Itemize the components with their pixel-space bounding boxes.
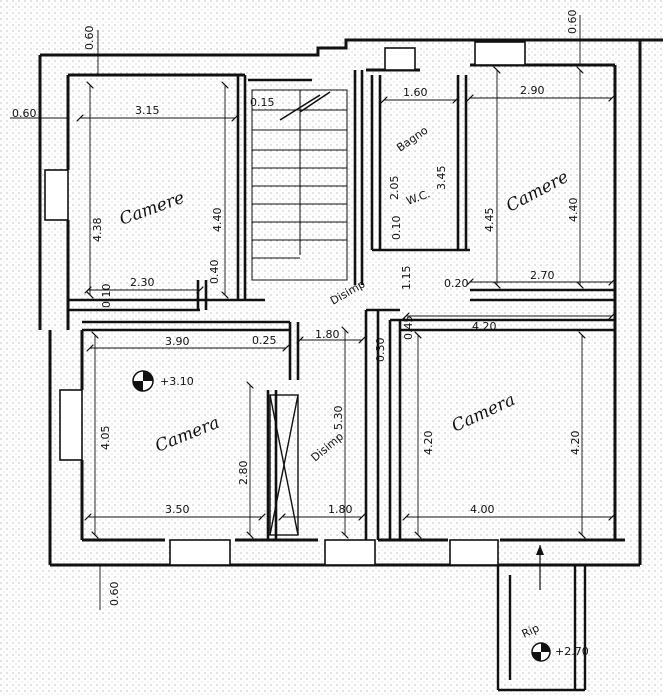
dim-bagno-width: 1.60 — [403, 86, 428, 99]
dim-br-top: 4.20 — [472, 320, 497, 333]
dim-sm-040: 0.40 — [208, 260, 221, 285]
dim-bl-bottom: 3.50 — [165, 503, 190, 516]
dim-sm-030: 0.30 — [374, 338, 387, 363]
dim-br-bottom: 4.00 — [470, 503, 495, 516]
dim-tr-height: 4.40 — [567, 198, 580, 223]
dim-bagno-h3: 0.10 — [390, 216, 403, 241]
dim-stair-width: 0.15 — [250, 96, 275, 109]
dim-sm-020: 0.20 — [444, 277, 469, 290]
dim-left-thickness-top: 0.60 — [12, 107, 37, 120]
dim-tr-height2: 4.45 — [483, 208, 496, 233]
level-marker-rip — [531, 642, 551, 662]
dim-tl-height: 4.40 — [211, 208, 224, 233]
dim-sm-025: 0.25 — [252, 334, 277, 347]
level-rip-label: +2.70 — [555, 645, 589, 658]
dim-bl-top: 3.90 — [165, 335, 190, 348]
dim-sm-015: 1.15 — [400, 266, 413, 291]
dim-tl-height-side: 4.38 — [91, 218, 104, 243]
outer-walls — [38, 38, 663, 567]
ripostiglio — [496, 545, 587, 692]
dim-sm-045: 0.45 — [402, 316, 415, 341]
window-niches — [44, 41, 526, 566]
closet — [269, 394, 299, 536]
dim-bottom-thickness: 0.60 — [108, 582, 121, 607]
dim-dis-height: 5.30 — [332, 406, 345, 431]
dim-bagno-h1: 2.05 — [388, 176, 401, 201]
dim-bl-inner: 2.80 — [237, 461, 250, 486]
dim-tr-width: 2.90 — [520, 84, 545, 97]
dim-bl-height: 4.05 — [99, 426, 112, 451]
dim-top-thickness-left: 0.60 — [83, 26, 96, 51]
interior-walls — [68, 70, 615, 540]
dim-tl-width: 3.15 — [135, 104, 160, 117]
dim-dis-width: 1.80 — [315, 328, 340, 341]
dim-sm-010: 0.10 — [100, 284, 113, 309]
dim-dis-width-bottom: 1.80 — [328, 503, 353, 516]
level-main-label: +3.10 — [160, 375, 194, 388]
dim-br-height-right: 4.20 — [569, 431, 582, 456]
level-marker-main — [132, 370, 154, 392]
staircase — [251, 89, 348, 281]
dim-tr-bottom: 2.70 — [530, 269, 555, 282]
dimension-lines — [10, 15, 612, 610]
dim-tl-bottom: 2.30 — [130, 276, 155, 289]
dim-top-thickness-right: 0.60 — [566, 10, 579, 35]
dim-br-height-left: 4.20 — [422, 431, 435, 456]
dim-bagno-h2: 3.45 — [435, 166, 448, 191]
